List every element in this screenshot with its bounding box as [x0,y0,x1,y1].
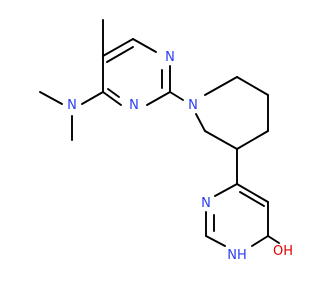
atom-label-n-dimethylamino: N [67,98,77,113]
bond-c6-n1 [132,38,157,53]
piperidine-ring [195,76,269,150]
bond-c5-c6-double [106,46,134,63]
bond-n-methyl-left [39,91,63,105]
atom-label-n-ring3: N [201,196,211,211]
bond-nh-c2 [205,235,226,247]
bond-c5-c6 [102,38,134,57]
dimethylamino-group [39,91,104,141]
bond-pip-n-c6 [204,76,238,96]
bond-c2-n3 [146,91,171,106]
bond-c6-c5-double [239,191,265,207]
atom-label-n-ring1-top: N [165,50,175,65]
bond-pip-c3-c2 [204,130,238,150]
bond-pip-c2-n [195,113,206,132]
bond-c4-nme2 [81,91,104,105]
bond-n3-c4 [102,91,122,106]
molecule-structure: N N N N N NH OH [39,19,293,263]
bond-c4-oh [267,235,280,244]
bond-c4-nh [251,235,269,247]
atom-label-nh-ring3: NH [227,248,247,263]
bond-pip-c6-c5 [236,76,269,96]
upper-pyrimidine-ring [102,19,171,106]
bond-c2-npip [169,91,184,101]
atom-label-oh: OH [273,244,293,259]
bond-n3-c4-double [107,88,120,98]
bond-n1-c6 [214,183,238,197]
bond-c6-c5 [236,183,269,203]
atom-label-n-piperidine: N [188,98,198,113]
lower-pyrimidinone-ring [205,183,280,247]
atom-label-n-ring1-bottom: N [129,98,139,113]
bond-pip-c4-c3 [236,130,269,150]
